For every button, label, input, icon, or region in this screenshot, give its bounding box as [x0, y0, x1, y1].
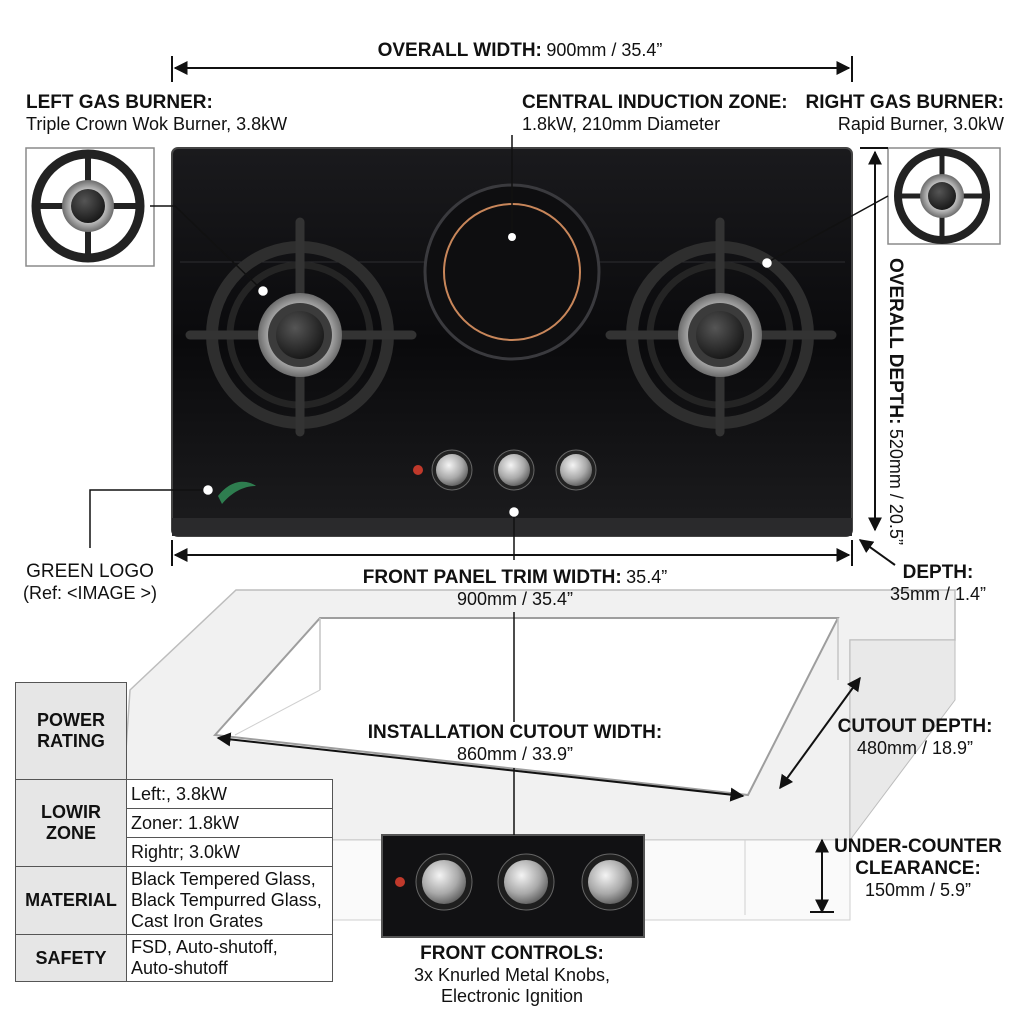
- cutout-depth-label: CUTOUT DEPTH: 480mm / 18.9”: [830, 716, 1000, 759]
- dimension-lines: [171, 56, 896, 914]
- zone-row-1: LOWIR ZONE Left:, 3.8kW: [15, 779, 333, 867]
- left-burner-inset: [25, 147, 155, 267]
- safety-line-1: FSD, Auto-shutoff,: [131, 937, 278, 957]
- green-logo-mark: [218, 481, 256, 504]
- front-trim-label: FRONT PANEL TRIM WIDTH: 35.4” 900mm / 35…: [320, 567, 710, 610]
- clearance-value: 150mm / 5.9”: [864, 879, 972, 900]
- front-controls-value-1: 3x Knurled Metal Knobs,: [413, 964, 611, 985]
- cutout-width-value: 860mm / 33.9”: [456, 743, 574, 764]
- zone-row-3: Rightr; 3.0kW: [16, 837, 333, 867]
- cutout-width-title: INSTALLATION CUTOUT WIDTH:: [367, 722, 663, 743]
- left-gas-burner: [185, 217, 417, 437]
- safety-header: SAFETY: [15, 934, 127, 982]
- overall-width-label: OVERALL WIDTH: 900mm / 35.4”: [300, 40, 740, 62]
- zone-right-value: Rightr; 3.0kW: [126, 837, 333, 867]
- material-row: MATERIAL Black Tempered Glass, Black Tem…: [15, 866, 333, 935]
- clearance-title-2: CLEARANCE:: [855, 857, 981, 879]
- safety-value: FSD, Auto-shutoff, Auto-shutoff: [126, 934, 333, 982]
- left-burner-label: LEFT GAS BURNER: Triple Crown Wok Burner…: [26, 92, 287, 135]
- clearance-label: UNDER-COUNTER CLEARANCE: 150mm / 5.9”: [828, 836, 1008, 900]
- right-burner-value: Rapid Burner, 3.0kW: [837, 113, 1004, 134]
- left-burner-value: Triple Crown Wok Burner, 3.8kW: [26, 113, 288, 134]
- left-burner-title: LEFT GAS BURNER:: [26, 92, 213, 113]
- safety-line-2: Auto-shutoff: [131, 958, 228, 978]
- power-head-line-2: RATING: [37, 731, 105, 751]
- power-rating-row: POWER RATING: [15, 682, 333, 780]
- overall-depth-label: OVERALL DEPTH: 520mm / 20.5”: [884, 258, 906, 545]
- cooktop-knobs: [413, 449, 597, 491]
- power-rating-header: POWER RATING: [15, 682, 127, 780]
- zone-head-line-1: LOWIR: [41, 802, 101, 822]
- depth-label: DEPTH: 35mm / 1.4”: [870, 562, 1006, 605]
- material-line-2: Black Tempurred Glass,: [131, 890, 322, 910]
- zone-row-2: Zoner: 1.8kW: [16, 808, 333, 838]
- zone-head-line-2: ZONE: [45, 823, 96, 843]
- right-burner-label: RIGHT GAS BURNER: Rapid Burner, 3.0kW: [806, 92, 1004, 135]
- depth-value: 35mm / 1.4”: [889, 583, 987, 604]
- overall-width-value: 900mm / 35.4”: [546, 40, 663, 60]
- zone-left-value: Left:, 3.8kW: [126, 779, 333, 809]
- spec-table: POWER RATING LOWIR ZONE Left:, 3.8kW Zon…: [15, 682, 333, 982]
- material-line-3: Cast Iron Grates: [131, 911, 264, 931]
- induction-zone-value: 1.8kW, 210mm Diameter: [522, 113, 721, 134]
- right-gas-burner: [605, 217, 837, 437]
- material-line-1: Black Tempered Glass,: [131, 869, 316, 889]
- front-controls-value-2: Electronic Ignition: [440, 985, 584, 1006]
- power-rating-empty: [127, 683, 333, 780]
- power-head-line-1: POWER: [36, 710, 105, 730]
- cutout-width-label: INSTALLATION CUTOUT WIDTH: 860mm / 33.9”: [340, 722, 690, 765]
- zone-header: LOWIR ZONE: [15, 779, 127, 867]
- depth-title: DEPTH:: [902, 562, 974, 583]
- zone-center-value: Zoner: 1.8kW: [126, 808, 333, 838]
- material-value: Black Tempered Glass, Black Tempurred Gl…: [126, 866, 333, 935]
- overall-depth-value: 520mm / 20.5”: [886, 428, 906, 545]
- front-controls-inset: [381, 834, 645, 938]
- induction-zone-label: CENTRAL INDUCTION ZONE: 1.8kW, 210mm Dia…: [522, 92, 788, 135]
- right-burner-inset: [887, 147, 1001, 245]
- overall-depth-title: OVERALL DEPTH:: [885, 258, 906, 425]
- right-burner-title: RIGHT GAS BURNER:: [805, 92, 1004, 113]
- induction-zone-title: CENTRAL INDUCTION ZONE:: [522, 92, 788, 113]
- safety-row: SAFETY FSD, Auto-shutoff, Auto-shutoff: [15, 934, 333, 982]
- green-logo-ref: (Ref: <IMAGE >): [22, 582, 158, 603]
- front-controls-label: FRONT CONTROLS: 3x Knurled Metal Knobs, …: [362, 943, 662, 1006]
- front-controls-title: FRONT CONTROLS:: [420, 943, 604, 964]
- front-trim-value: 900mm / 35.4”: [456, 588, 574, 609]
- cutout-depth-title: CUTOUT DEPTH:: [837, 716, 993, 737]
- cutout-depth-value: 480mm / 18.9”: [856, 737, 974, 758]
- leader-lines: [89, 135, 889, 835]
- induction-leader-dot: [508, 233, 516, 241]
- clearance-title-1: UNDER-COUNTER: [834, 836, 1002, 857]
- green-logo-title: GREEN LOGO: [26, 561, 154, 582]
- green-logo-label: GREEN LOGO (Ref: <IMAGE >): [20, 561, 160, 604]
- material-header: MATERIAL: [15, 866, 127, 935]
- overall-width-title: OVERALL WIDTH:: [377, 40, 542, 61]
- front-trim-title: FRONT PANEL TRIM WIDTH:: [362, 567, 622, 588]
- front-trim-inline-value: 35.4”: [626, 567, 668, 587]
